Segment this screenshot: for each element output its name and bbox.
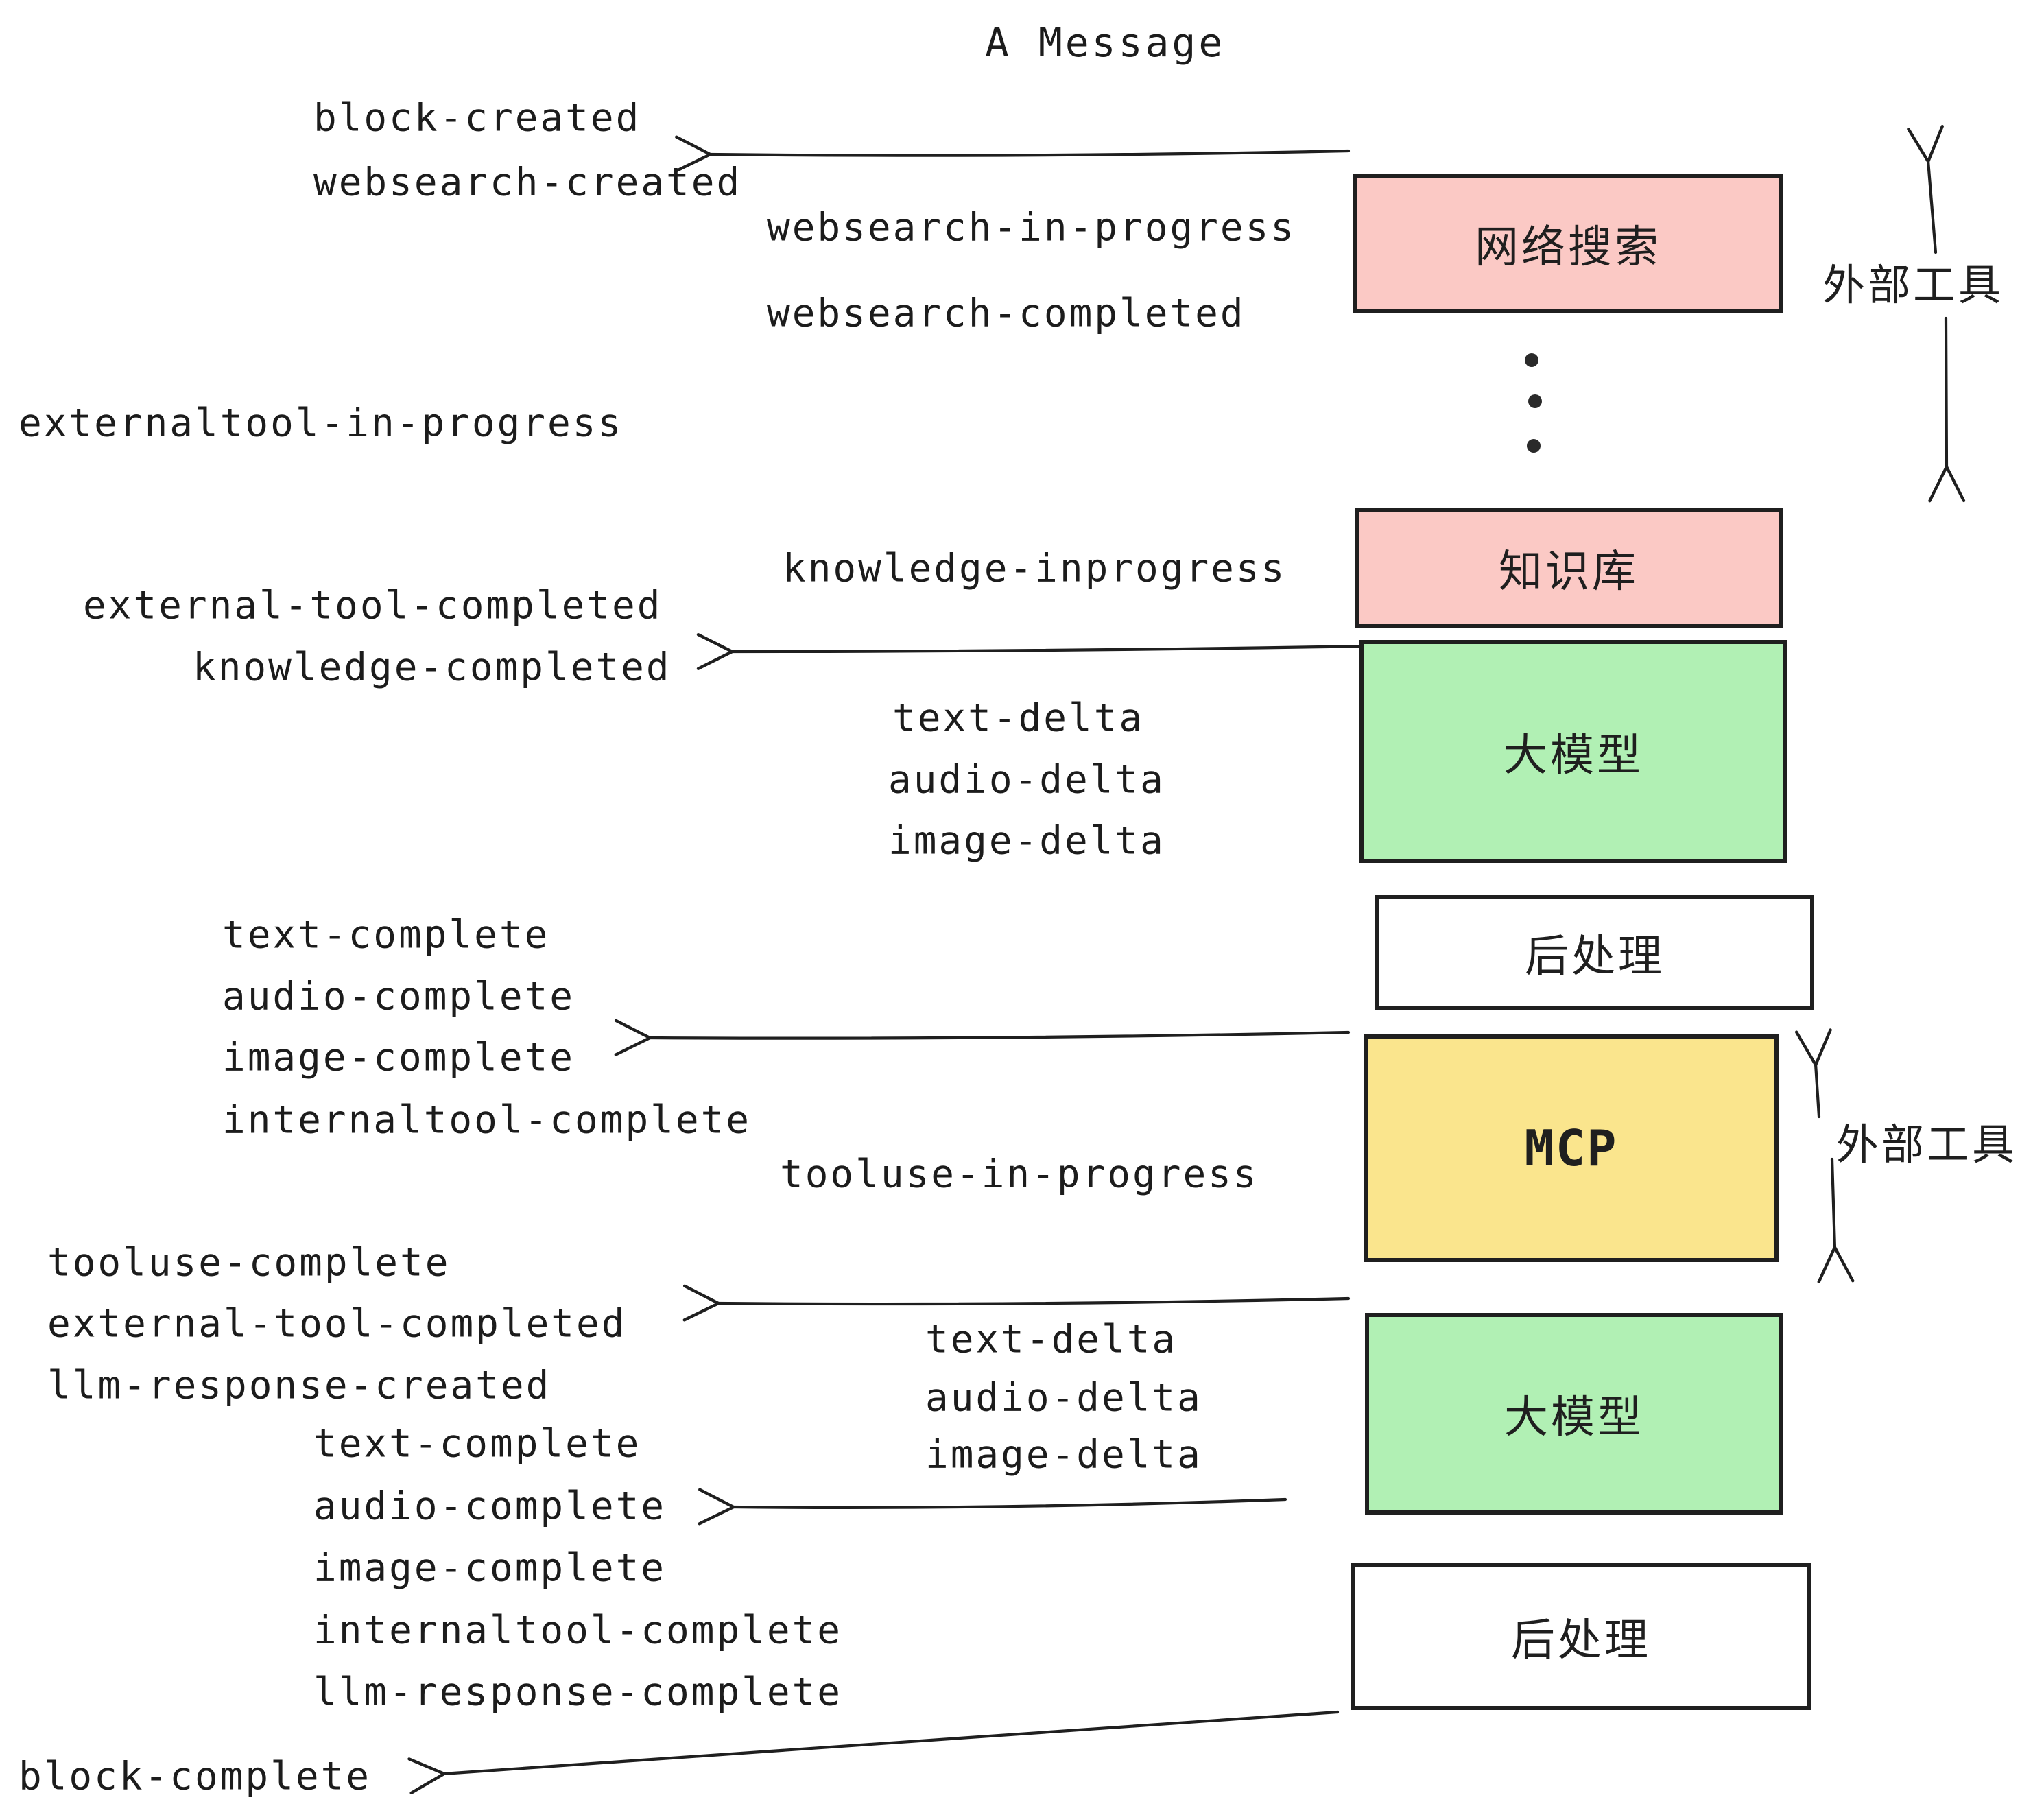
box-websearch: 网络搜索 — [1353, 174, 1783, 313]
event-label-audio-complete-1: audio-complete — [222, 974, 575, 1019]
box-knowledge-label: 知识库 — [1499, 547, 1639, 597]
event-label-audio-delta-2: audio-delta — [925, 1375, 1202, 1421]
event-label-block-created: block-created — [313, 95, 641, 141]
event-label-audio-complete-2: audio-complete — [313, 1484, 667, 1529]
box-llm-2: 大模型 — [1365, 1313, 1783, 1515]
event-label-external-tool-completed-1: external-tool-completed — [83, 583, 663, 628]
arrow-tooluse-complete — [682, 1284, 1351, 1322]
box-mcp: MCP — [1364, 1034, 1779, 1262]
box-mcp-label: MCP — [1524, 1119, 1618, 1177]
event-label-block-complete: block-complete — [19, 1754, 372, 1799]
external-tools-label-2: 外部工具 — [1836, 1119, 2018, 1170]
ellipsis-dots — [1525, 353, 1542, 453]
arrow-block-complete — [407, 1710, 1340, 1795]
box-websearch-label: 网络搜索 — [1475, 222, 1661, 273]
external-tools-up-arrow-2 — [1794, 1028, 1832, 1119]
event-label-external-tool-completed-2: external-tool-completed — [47, 1301, 627, 1346]
event-label-text-delta-2: text-delta — [925, 1317, 1178, 1362]
event-label-image-delta-1: image-delta — [888, 818, 1165, 864]
event-label-text-delta-1: text-delta — [892, 696, 1145, 741]
arrow-knowledge-completed — [696, 633, 1367, 670]
event-label-tooluse-in-progress: tooluse-in-progress — [780, 1152, 1259, 1197]
box-postprocess-1: 后处理 — [1375, 895, 1814, 1010]
external-tools-label-1: 外部工具 — [1822, 260, 2004, 310]
event-label-internaltool-complete-2: internaltool-complete — [313, 1608, 843, 1653]
box-llm-2-label: 大模型 — [1504, 1392, 1644, 1443]
event-label-tooluse-complete: tooluse-complete — [47, 1240, 451, 1285]
event-label-websearch-completed: websearch-completed — [767, 291, 1246, 336]
event-label-knowledge-completed: knowledge-completed — [193, 645, 672, 690]
event-label-knowledge-inprogress: knowledge-inprogress — [783, 546, 1287, 591]
event-label-websearch-in-progress: websearch-in-progress — [767, 205, 1296, 250]
event-label-llm-response-complete: llm-response-complete — [313, 1670, 843, 1715]
arrow-audio-complete — [698, 1488, 1287, 1526]
event-label-image-complete-1: image-complete — [222, 1035, 575, 1080]
arrow-websearch-created — [674, 135, 1351, 173]
arrow-image-complete — [614, 1019, 1351, 1056]
external-tools-down-arrow-1 — [1928, 316, 1966, 503]
diagram-title: A Message — [985, 19, 1226, 66]
box-llm-1-label: 大模型 — [1504, 730, 1643, 781]
event-label-audio-delta-1: audio-delta — [888, 757, 1165, 803]
event-label-image-delta-2: image-delta — [925, 1432, 1202, 1477]
box-postprocess-2-label: 后处理 — [1511, 1615, 1651, 1666]
event-label-websearch-created: websearch-created — [313, 160, 742, 205]
event-label-text-complete-1: text-complete — [222, 912, 550, 958]
event-label-internaltool-complete-1: internaltool-complete — [222, 1097, 752, 1143]
box-knowledge: 知识库 — [1355, 508, 1783, 628]
external-tools-down-arrow-2 — [1817, 1157, 1855, 1283]
box-postprocess-2: 后处理 — [1351, 1563, 1811, 1710]
box-postprocess-1-label: 后处理 — [1525, 931, 1665, 982]
event-label-text-complete-2: text-complete — [313, 1421, 641, 1467]
external-tools-up-arrow-1 — [1907, 124, 1944, 254]
event-label-image-complete-2: image-complete — [313, 1545, 667, 1591]
event-label-externaltool-in-progress: externaltool-in-progress — [19, 401, 623, 446]
event-label-llm-response-created: llm-response-created — [47, 1363, 551, 1408]
box-llm-1: 大模型 — [1359, 640, 1787, 863]
